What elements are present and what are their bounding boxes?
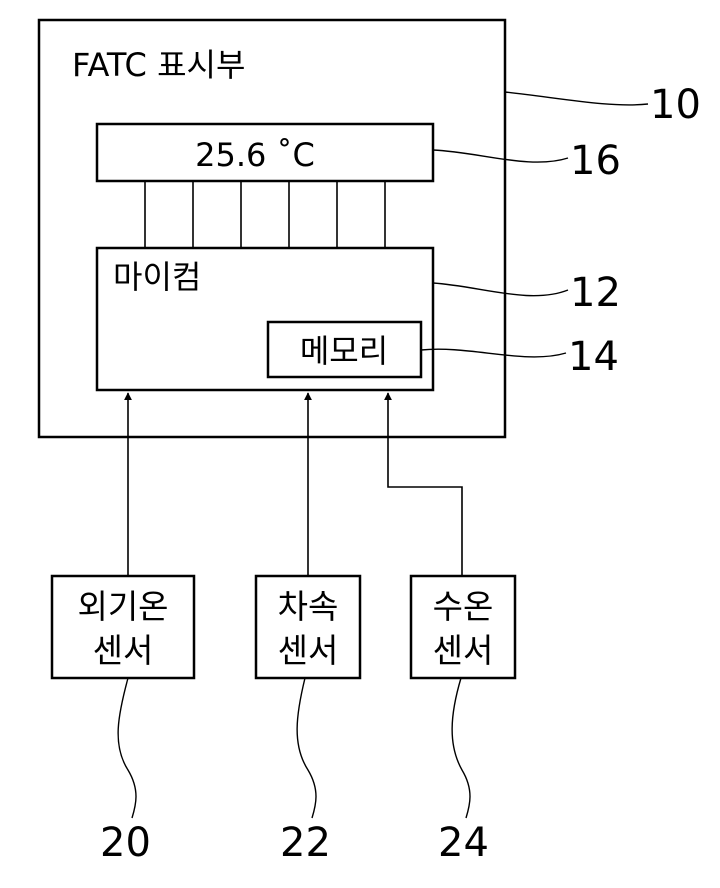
leader-line-10 xyxy=(504,91,649,106)
leader-line-22 xyxy=(296,677,317,819)
ref-label-16: 16 xyxy=(570,138,621,184)
leader-line-16 xyxy=(432,149,569,163)
ref-label-10: 10 xyxy=(650,82,701,128)
ref-label-24: 24 xyxy=(438,820,489,866)
outside-temp-sensor-box xyxy=(50,574,196,680)
vehicle-speed-sensor-line2: 센서 xyxy=(278,631,339,670)
leader-line-20 xyxy=(117,677,137,819)
fatc-display-box xyxy=(37,18,507,439)
ref-label-22: 22 xyxy=(280,820,331,866)
signal-line-water-temp xyxy=(384,392,463,576)
water-temp-sensor-box xyxy=(409,574,517,680)
microcomputer-label: 마이컴 xyxy=(113,258,201,296)
leader-line-24 xyxy=(451,677,471,819)
memory-label: 메모리 xyxy=(300,332,388,370)
leader-line-14 xyxy=(420,348,567,358)
temperature-display-panel xyxy=(95,122,435,183)
water-temp-sensor-line2: 센서 xyxy=(433,631,494,670)
fatc-display-title: FATC 표시부 xyxy=(72,46,245,84)
water-temp-sensor-line1: 수온 xyxy=(433,587,494,626)
vehicle-speed-sensor-box xyxy=(254,574,362,680)
ref-label-20: 20 xyxy=(100,820,151,866)
leader-line-12 xyxy=(432,282,569,297)
ref-label-12: 12 xyxy=(570,270,621,316)
ref-label-14: 14 xyxy=(568,334,619,380)
microcomputer-box xyxy=(95,246,435,392)
outside-temp-sensor-line2: 센서 xyxy=(93,631,154,670)
display-bus-lines xyxy=(144,181,386,248)
temperature-value: 25.6 ˚C xyxy=(195,136,315,174)
vehicle-speed-sensor-line1: 차속 xyxy=(278,587,339,626)
outside-temp-sensor-line1: 외기온 xyxy=(77,587,168,626)
